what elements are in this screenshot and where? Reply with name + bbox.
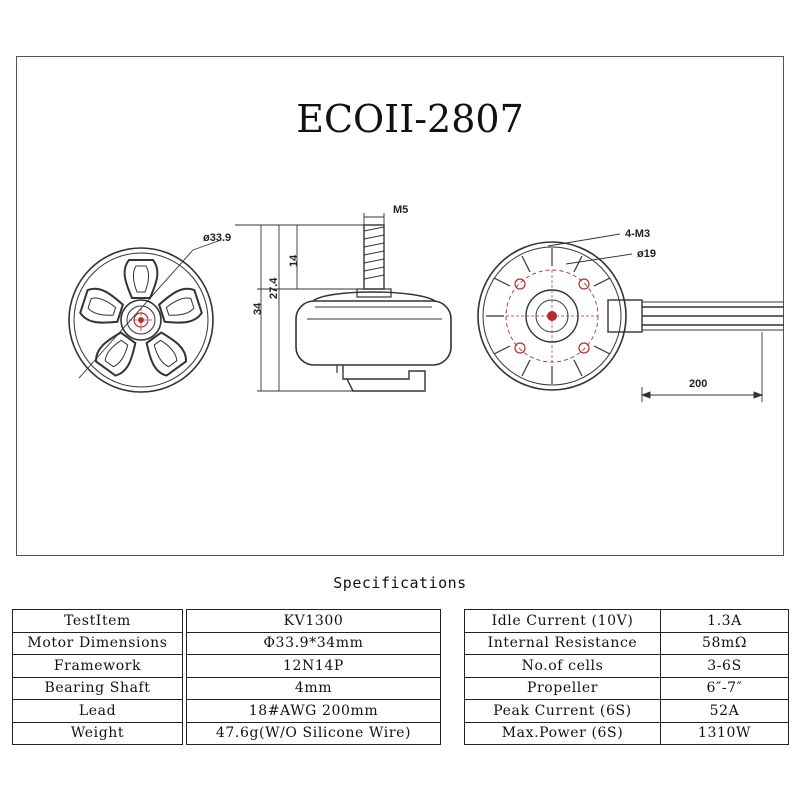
spec-label: Bearing Shaft xyxy=(12,676,183,700)
spec-value: KV1300 xyxy=(186,609,441,633)
spec-label: Framework xyxy=(12,654,183,678)
spec-value: Φ33.9*34mm xyxy=(186,631,441,655)
spec-value: 47.6g(W/O Silicone Wire) xyxy=(186,721,441,745)
body-height-label: 27.4 xyxy=(268,277,280,299)
spec-label: TestItem xyxy=(12,609,183,633)
spec-gap xyxy=(440,677,465,700)
spec-gap xyxy=(440,632,465,655)
spec-value-2: 6″-7″ xyxy=(660,676,789,700)
spec-value: 4mm xyxy=(186,676,441,700)
spec-gap xyxy=(440,722,465,745)
spec-value-2: 1.3A xyxy=(660,609,789,633)
side-dimensions xyxy=(235,213,385,392)
spec-value-2: 1310W xyxy=(660,721,789,745)
spec-gap xyxy=(440,699,465,722)
rear-view xyxy=(477,233,784,391)
spec-label-2: Internal Resistance xyxy=(464,631,661,655)
shaft-length-label: 14 xyxy=(288,254,300,267)
spec-label: Lead xyxy=(12,699,183,723)
mount-holes-label: 4-M3 xyxy=(625,228,650,240)
front-diameter-label: ø33.9 xyxy=(203,232,231,244)
spec-label-2: Peak Current (6S) xyxy=(464,699,661,723)
drawing-frame: ECOII-2807 ø33.9 xyxy=(16,56,784,556)
spec-gap xyxy=(440,654,465,677)
shaft-thread-label: M5 xyxy=(393,204,408,216)
mount-circle-label: ø19 xyxy=(637,248,656,260)
front-view xyxy=(68,239,222,393)
spec-label: Weight xyxy=(12,721,183,745)
spec-value-2: 3-6S xyxy=(660,654,789,678)
spec-label: Motor Dimensions xyxy=(12,631,183,655)
spec-value: 12N14P xyxy=(186,654,441,678)
side-view xyxy=(295,224,452,392)
spec-value: 18#AWG 200mm xyxy=(186,699,441,723)
total-height-label: 34 xyxy=(252,302,264,315)
spec-label-2: Idle Current (10V) xyxy=(464,609,661,633)
specifications-title: Specifications xyxy=(333,574,467,592)
spec-label-2: Max.Power (6S) xyxy=(464,721,661,745)
spoke-set xyxy=(77,259,205,380)
technical-drawing: ECOII-2807 ø33.9 xyxy=(68,97,784,402)
spec-value-2: 58mΩ xyxy=(660,631,789,655)
spec-value-2: 52A xyxy=(660,699,789,723)
spec-label-2: Propeller xyxy=(464,676,661,700)
spec-label-2: No.of cells xyxy=(464,654,661,678)
wire-length-dimension xyxy=(640,332,764,402)
wire-length-label: 200 xyxy=(689,378,707,390)
motor-model-title: ECOII-2807 xyxy=(296,97,524,141)
spec-gap xyxy=(440,609,465,632)
